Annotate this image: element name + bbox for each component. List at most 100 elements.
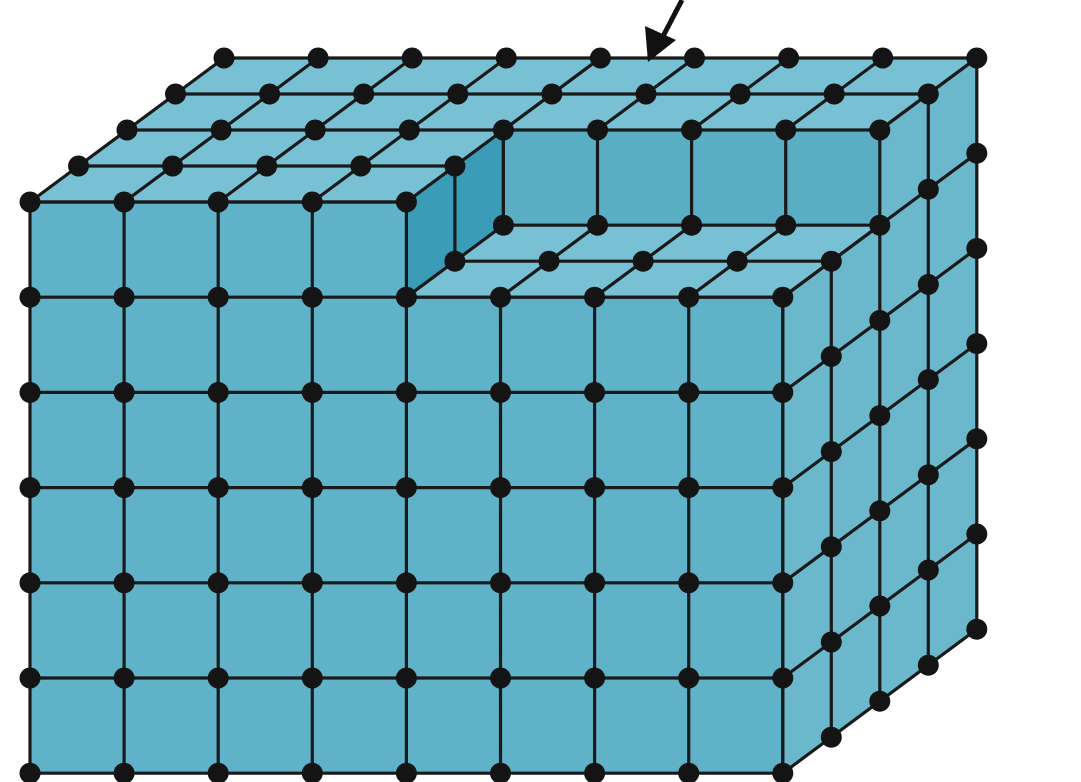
front-atom: [490, 572, 511, 593]
side-atom: [821, 346, 842, 367]
front-atom: [772, 477, 793, 498]
front-atom: [20, 477, 41, 498]
front-atom: [114, 382, 135, 403]
surface-atom: [730, 84, 751, 105]
surface-atom: [256, 156, 277, 177]
front-atom: [208, 382, 229, 403]
front-atom: [396, 382, 417, 403]
side-atom: [918, 560, 939, 581]
surface-atom: [824, 84, 845, 105]
side-atom: [966, 238, 987, 259]
surface-atom: [165, 84, 186, 105]
front-atom: [772, 382, 793, 403]
front-atom: [20, 572, 41, 593]
surface-atom: [633, 251, 654, 272]
side-atom: [821, 441, 842, 462]
side-atom: [869, 215, 890, 236]
front-atom: [584, 382, 605, 403]
front-atom: [20, 192, 41, 213]
side-atom: [821, 536, 842, 557]
side-atom: [966, 524, 987, 545]
surface-atom: [399, 120, 420, 141]
surface-atom: [117, 120, 138, 141]
front-atom: [20, 668, 41, 689]
surface-atom: [872, 48, 893, 69]
surface-atom: [590, 48, 611, 69]
front-atom: [208, 192, 229, 213]
front-atom: [396, 287, 417, 308]
side-atom: [821, 251, 842, 272]
front-atom: [208, 477, 229, 498]
front-atom: [678, 477, 699, 498]
front-atom: [114, 668, 135, 689]
side-atom: [966, 333, 987, 354]
front-atom: [584, 477, 605, 498]
surface-atom: [350, 156, 371, 177]
front-atom: [20, 382, 41, 403]
front-atom: [208, 668, 229, 689]
step-edge-atom: [396, 192, 417, 213]
surface-atom: [305, 120, 326, 141]
front-atom: [772, 572, 793, 593]
side-atom: [869, 405, 890, 426]
arrow-down-left-icon: [645, 0, 682, 62]
front-atom: [302, 477, 323, 498]
surface-atom: [211, 120, 232, 141]
front-atom: [396, 572, 417, 593]
front-atom: [302, 382, 323, 403]
side-atom: [966, 428, 987, 449]
front-atom: [396, 477, 417, 498]
surface-atom: [493, 215, 514, 236]
front-atom: [584, 668, 605, 689]
surface-atom: [214, 48, 235, 69]
surface-atom: [444, 251, 465, 272]
surface-atom: [402, 48, 423, 69]
step-edge-atom: [775, 120, 796, 141]
front-atom: [490, 668, 511, 689]
front-atom: [302, 287, 323, 308]
front-atom: [678, 382, 699, 403]
side-atom: [918, 655, 939, 676]
front-atom: [114, 287, 135, 308]
surface-atom: [308, 48, 329, 69]
front-atom: [208, 572, 229, 593]
surface-atom: [681, 215, 702, 236]
front-atom: [490, 287, 511, 308]
front-atom: [114, 572, 135, 593]
surface-atom: [775, 215, 796, 236]
surface-atom: [68, 156, 89, 177]
surface-atom: [353, 84, 374, 105]
step-edge-atom: [444, 156, 465, 177]
front-atom: [302, 668, 323, 689]
surface-atom: [727, 251, 748, 272]
side-atom: [966, 143, 987, 164]
front-atom: [20, 287, 41, 308]
surface-atom: [587, 215, 608, 236]
side-atom: [918, 84, 939, 105]
surface-atom: [259, 84, 280, 105]
surface-atom: [496, 48, 517, 69]
surface-atom: [539, 251, 560, 272]
side-atom: [869, 500, 890, 521]
front-atom: [678, 287, 699, 308]
surface-atom: [636, 84, 657, 105]
front-atom: [114, 477, 135, 498]
surface-atom: [162, 156, 183, 177]
front-atom: [114, 192, 135, 213]
surface-atom: [447, 84, 468, 105]
side-atom: [869, 310, 890, 331]
step-edge-atom: [869, 120, 890, 141]
front-atom: [302, 192, 323, 213]
side-atom: [918, 369, 939, 390]
step-edge-atom: [681, 120, 702, 141]
front-atom: [772, 668, 793, 689]
surface-atom: [778, 48, 799, 69]
step-edge-atom: [493, 120, 514, 141]
front-atom: [396, 668, 417, 689]
side-atom: [821, 727, 842, 748]
side-atom: [918, 464, 939, 485]
front-atom: [584, 572, 605, 593]
step-edge-atom: [587, 120, 608, 141]
side-atom: [821, 632, 842, 653]
